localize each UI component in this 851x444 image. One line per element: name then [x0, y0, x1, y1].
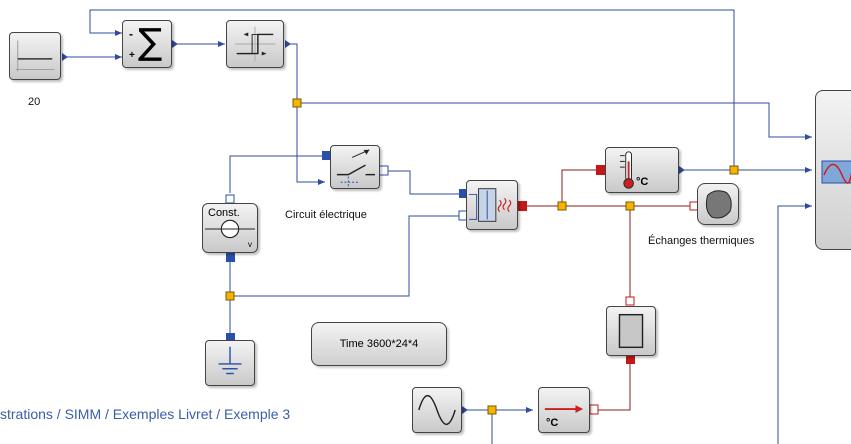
thermometer-icon: [620, 151, 634, 189]
sum-plus-sign: +: [129, 50, 135, 61]
temp-unit-label: °C: [546, 417, 559, 429]
voltage-source-icon: [205, 219, 255, 239]
circuit-label: Circuit électrique: [285, 209, 367, 221]
ground-icon: [218, 346, 242, 375]
step-block[interactable]: [9, 32, 61, 80]
simulation-time-label: Time 3600*24*4: [339, 338, 419, 350]
junction-feedback: [729, 165, 739, 175]
sum-minus-sign: -: [129, 27, 133, 41]
ground-block[interactable]: [205, 340, 255, 386]
wire-relay-out: [285, 43, 298, 103]
junction-thermal-b: [625, 201, 635, 211]
arrow-thermo-out: [679, 166, 685, 174]
heater-block[interactable]: [466, 180, 518, 230]
port-source-bottom: [226, 253, 235, 262]
wire-source-top: [229, 155, 325, 193]
arrow-step-out: [62, 53, 68, 61]
port-heater-in: [459, 189, 467, 198]
junction-relay: [292, 98, 302, 108]
port-ground-top: [226, 333, 235, 342]
port-switch-out: [378, 165, 389, 176]
switch-icon: [336, 149, 376, 187]
arrow-sine-out: [462, 406, 468, 414]
sensor-unit-label: °C: [636, 176, 649, 188]
arrow-relay-out: [285, 40, 291, 48]
wire-relay-to-switch: [296, 103, 325, 183]
breadcrumb[interactable]: strations / SIMM / Exemples Livret / Exe…: [0, 406, 291, 422]
hysteresis-icon: [234, 26, 276, 62]
arrow-scope-in1: [805, 134, 812, 140]
voltage-source-block[interactable]: Const. v: [202, 203, 258, 253]
port-temp-out: [589, 404, 599, 415]
arrow-switch-in: [318, 179, 325, 185]
sum-symbol: ∑: [138, 22, 163, 63]
heater-icon: [468, 188, 512, 222]
wire-feedback-loop: [89, 9, 735, 170]
exchanges-label: Échanges thermiques: [648, 235, 755, 247]
arrow-sum-in2: [115, 30, 122, 36]
port-capacity-in: [625, 296, 635, 306]
arrow-scope-in2: [805, 167, 812, 173]
arrow-scope-in3: [805, 203, 812, 209]
prescribed-temperature-block[interactable]: °C: [538, 387, 590, 433]
arrow-sum-out: [172, 40, 178, 48]
temperature-arrow-icon: [544, 405, 584, 413]
heat-capacity-icon: [618, 313, 644, 349]
sine-wave-icon: [418, 394, 456, 426]
convection-icon: [705, 190, 732, 219]
arrow-relay-in: [218, 41, 225, 47]
scope-icon: [821, 160, 851, 184]
port-switch-in: [322, 151, 331, 160]
wire-third-scope-input: [777, 205, 812, 444]
arrow-temp-in: [526, 407, 533, 413]
wire-ground-loop: [230, 215, 462, 297]
heat-capacity-block[interactable]: [606, 306, 656, 356]
wire-temp-to-capacity: [595, 358, 631, 411]
port-capacity-out: [626, 355, 635, 364]
wire-thermal-to-sensor: [561, 169, 597, 206]
scope-block[interactable]: [815, 90, 851, 250]
wire-relay-to-scope: [297, 102, 812, 138]
junction-thermal-a: [557, 201, 567, 211]
step-value-label: 20: [28, 96, 41, 108]
junction-ground: [225, 291, 235, 301]
port-heater-out: [518, 201, 527, 211]
junction-sine: [487, 405, 497, 415]
port-sensor-in: [596, 165, 605, 175]
simulation-time-box[interactable]: Time 3600*24*4: [311, 322, 447, 366]
switch-block[interactable]: [330, 145, 380, 189]
sum-block[interactable]: - + ∑: [122, 20, 172, 68]
arrow-sum-in1: [115, 54, 122, 60]
convection-block[interactable]: [697, 183, 739, 225]
hysteresis-block[interactable]: [226, 20, 284, 68]
step-icon: [15, 40, 55, 72]
sine-generator-block[interactable]: [412, 387, 462, 433]
temperature-sensor-block[interactable]: °C: [605, 147, 679, 193]
const-label: Const.: [208, 207, 240, 219]
port-source-top: [225, 194, 235, 204]
const-unit-label: v: [248, 240, 252, 249]
wire-switch-to-heater: [384, 170, 462, 195]
